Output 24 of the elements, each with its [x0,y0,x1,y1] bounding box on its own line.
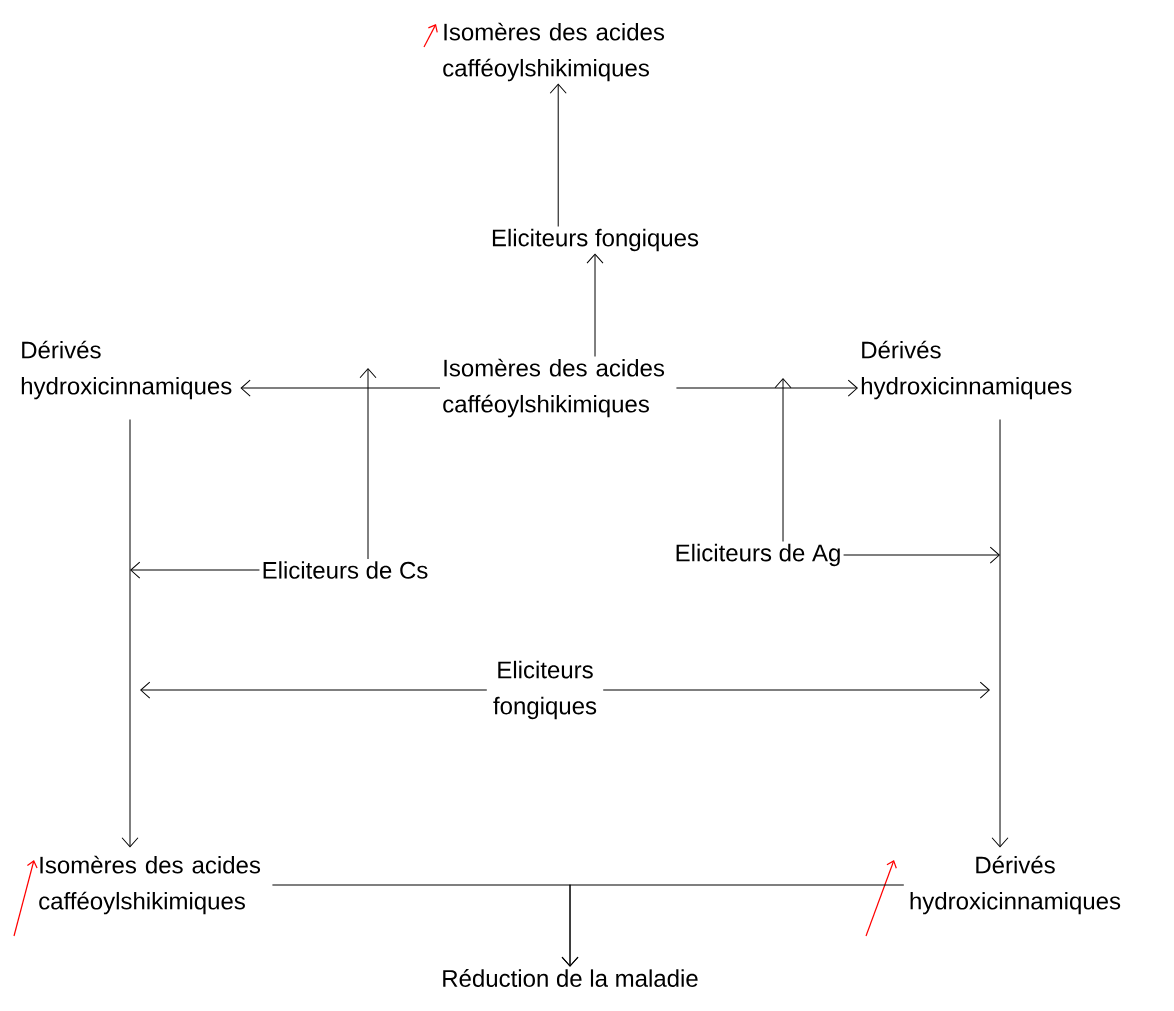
arrow [121,419,139,848]
node-label: Eliciteurs de Ag [676,543,840,567]
node-label: Isomères des acides cafféoylshikimiques [39,855,261,915]
arrow [602,681,990,699]
arrow [549,83,567,228]
node-label: Dérivés hydroxicinnamiques [21,340,232,400]
arrow [130,561,260,579]
arrow [586,253,604,357]
node-label: Dérivés hydroxicinnamiques [910,855,1121,915]
arrow [675,379,858,397]
node-label: Eliciteurs fongiques [492,228,699,252]
node-label: Eliciteurs fongiques [493,660,597,720]
arrow [843,546,1000,564]
arrow [140,681,488,699]
arrow [359,368,377,560]
arrow [991,419,1009,848]
arrow [240,379,441,397]
node-label: Réduction de la maladie [443,969,698,987]
arrow [561,884,905,967]
node-label: Isomères des acides cafféoylshikimiques [443,22,665,82]
node-label: Eliciteurs de Cs [263,561,428,579]
node-label: Isomères des acides cafféoylshikimiques [443,358,665,418]
arrow [774,378,792,543]
node-label: Dérivés hydroxicinnamiques [861,340,1072,400]
